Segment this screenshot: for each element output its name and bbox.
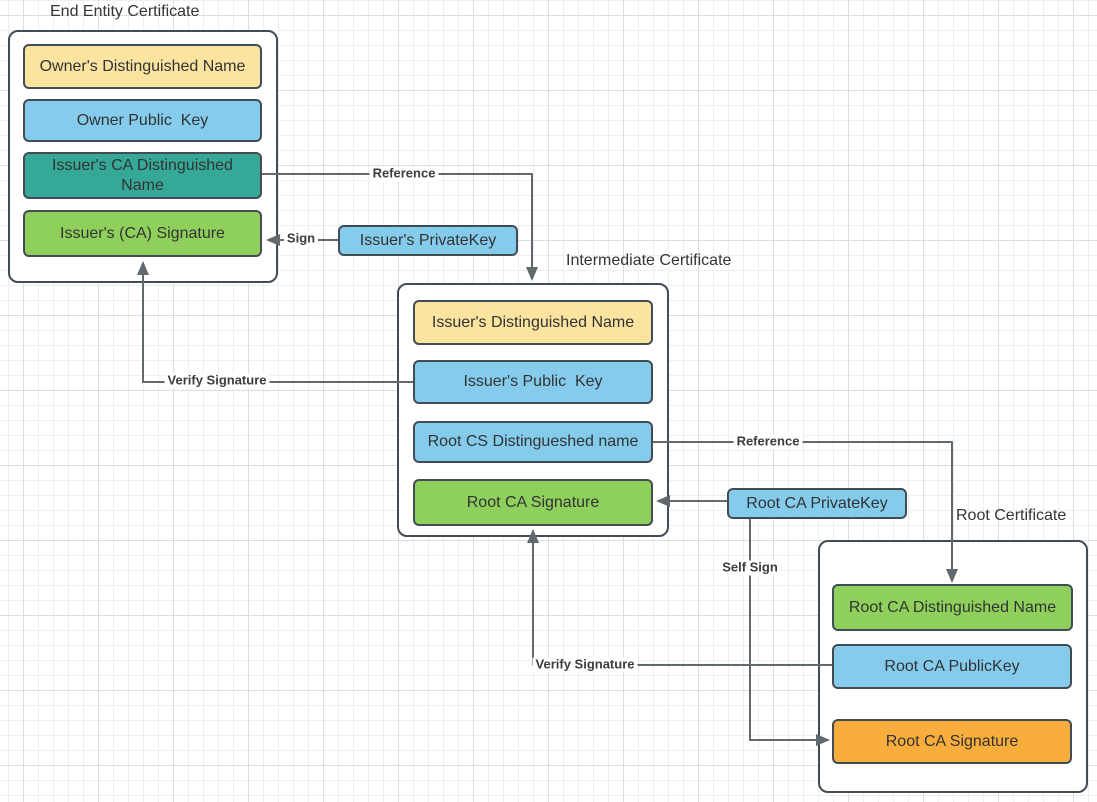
- field-owner-public-key[interactable]: Owner Public Key: [23, 99, 262, 142]
- field-root-ca-signature-root[interactable]: Root CA Signature: [832, 719, 1072, 764]
- field-issuers-distinguished-name[interactable]: Issuer's Distinguished Name: [413, 300, 653, 345]
- edge-label-sign[interactable]: Sign: [283, 231, 319, 247]
- connector-verify-signature-intermediate[interactable]: [137, 261, 413, 383]
- edge-label-reference-2[interactable]: Reference: [733, 434, 803, 450]
- field-label: Root CA Signature: [466, 493, 600, 511]
- field-root-ca-signature-intermediate[interactable]: Root CA Signature: [413, 479, 653, 526]
- field-owners-distinguished-name[interactable]: Owner's Distinguished Name: [23, 44, 262, 89]
- intermediate-certificate-title[interactable]: Intermediate Certificate: [566, 252, 732, 269]
- edge-label-reference-1[interactable]: Reference: [369, 166, 439, 182]
- edge-label-self-sign[interactable]: Self Sign: [719, 560, 781, 576]
- field-root-ca-publickey[interactable]: Root CA PublicKey: [832, 644, 1072, 689]
- field-label: Issuer's (CA) Signature: [60, 224, 225, 242]
- field-label: Root CA PublicKey: [884, 657, 1020, 675]
- shape-issuers-private-key[interactable]: Issuer's PrivateKey: [338, 225, 518, 256]
- field-label: Root CA Signature: [885, 732, 1019, 750]
- connector-reference-end-to-intermediate[interactable]: [262, 173, 538, 281]
- connector-verify-signature-root[interactable]: [527, 529, 832, 666]
- connector-self-sign[interactable]: [749, 519, 830, 746]
- shape-root-ca-private-key[interactable]: Root CA PrivateKey: [727, 488, 907, 519]
- field-issuers-public-key[interactable]: Issuer's Public Key: [413, 360, 653, 404]
- field-root-ca-distinguished-name[interactable]: Root CA Distinguished Name: [832, 584, 1073, 631]
- field-root-cs-distinguished-name[interactable]: Root CS Distingueshed name: [413, 421, 653, 463]
- field-label: Root CA Distinguished Name: [848, 598, 1057, 616]
- field-label: Issuer's CA Distinguished Name: [52, 157, 238, 194]
- edge-label-verify-signature-2[interactable]: Verify Signature: [532, 657, 638, 673]
- field-label: Owner's Distinguished Name: [39, 57, 246, 75]
- end-entity-certificate-title[interactable]: End Entity Certificate: [50, 3, 200, 20]
- field-issuers-ca-signature[interactable]: Issuer's (CA) Signature: [23, 210, 262, 257]
- field-label: Issuer's Distinguished Name: [431, 313, 635, 331]
- field-issuers-ca-distinguished-name[interactable]: Issuer's CA Distinguished Name: [23, 152, 262, 199]
- field-label: Root CA PrivateKey: [746, 494, 888, 512]
- field-label: Root CS Distingueshed name: [427, 433, 639, 451]
- field-label: Issuer's Public Key: [463, 373, 603, 391]
- field-label: Owner Public Key: [76, 111, 209, 129]
- edge-label-verify-signature-1[interactable]: Verify Signature: [164, 373, 270, 389]
- field-label: Issuer's PrivateKey: [359, 231, 497, 249]
- root-certificate-title[interactable]: Root Certificate: [956, 507, 1067, 524]
